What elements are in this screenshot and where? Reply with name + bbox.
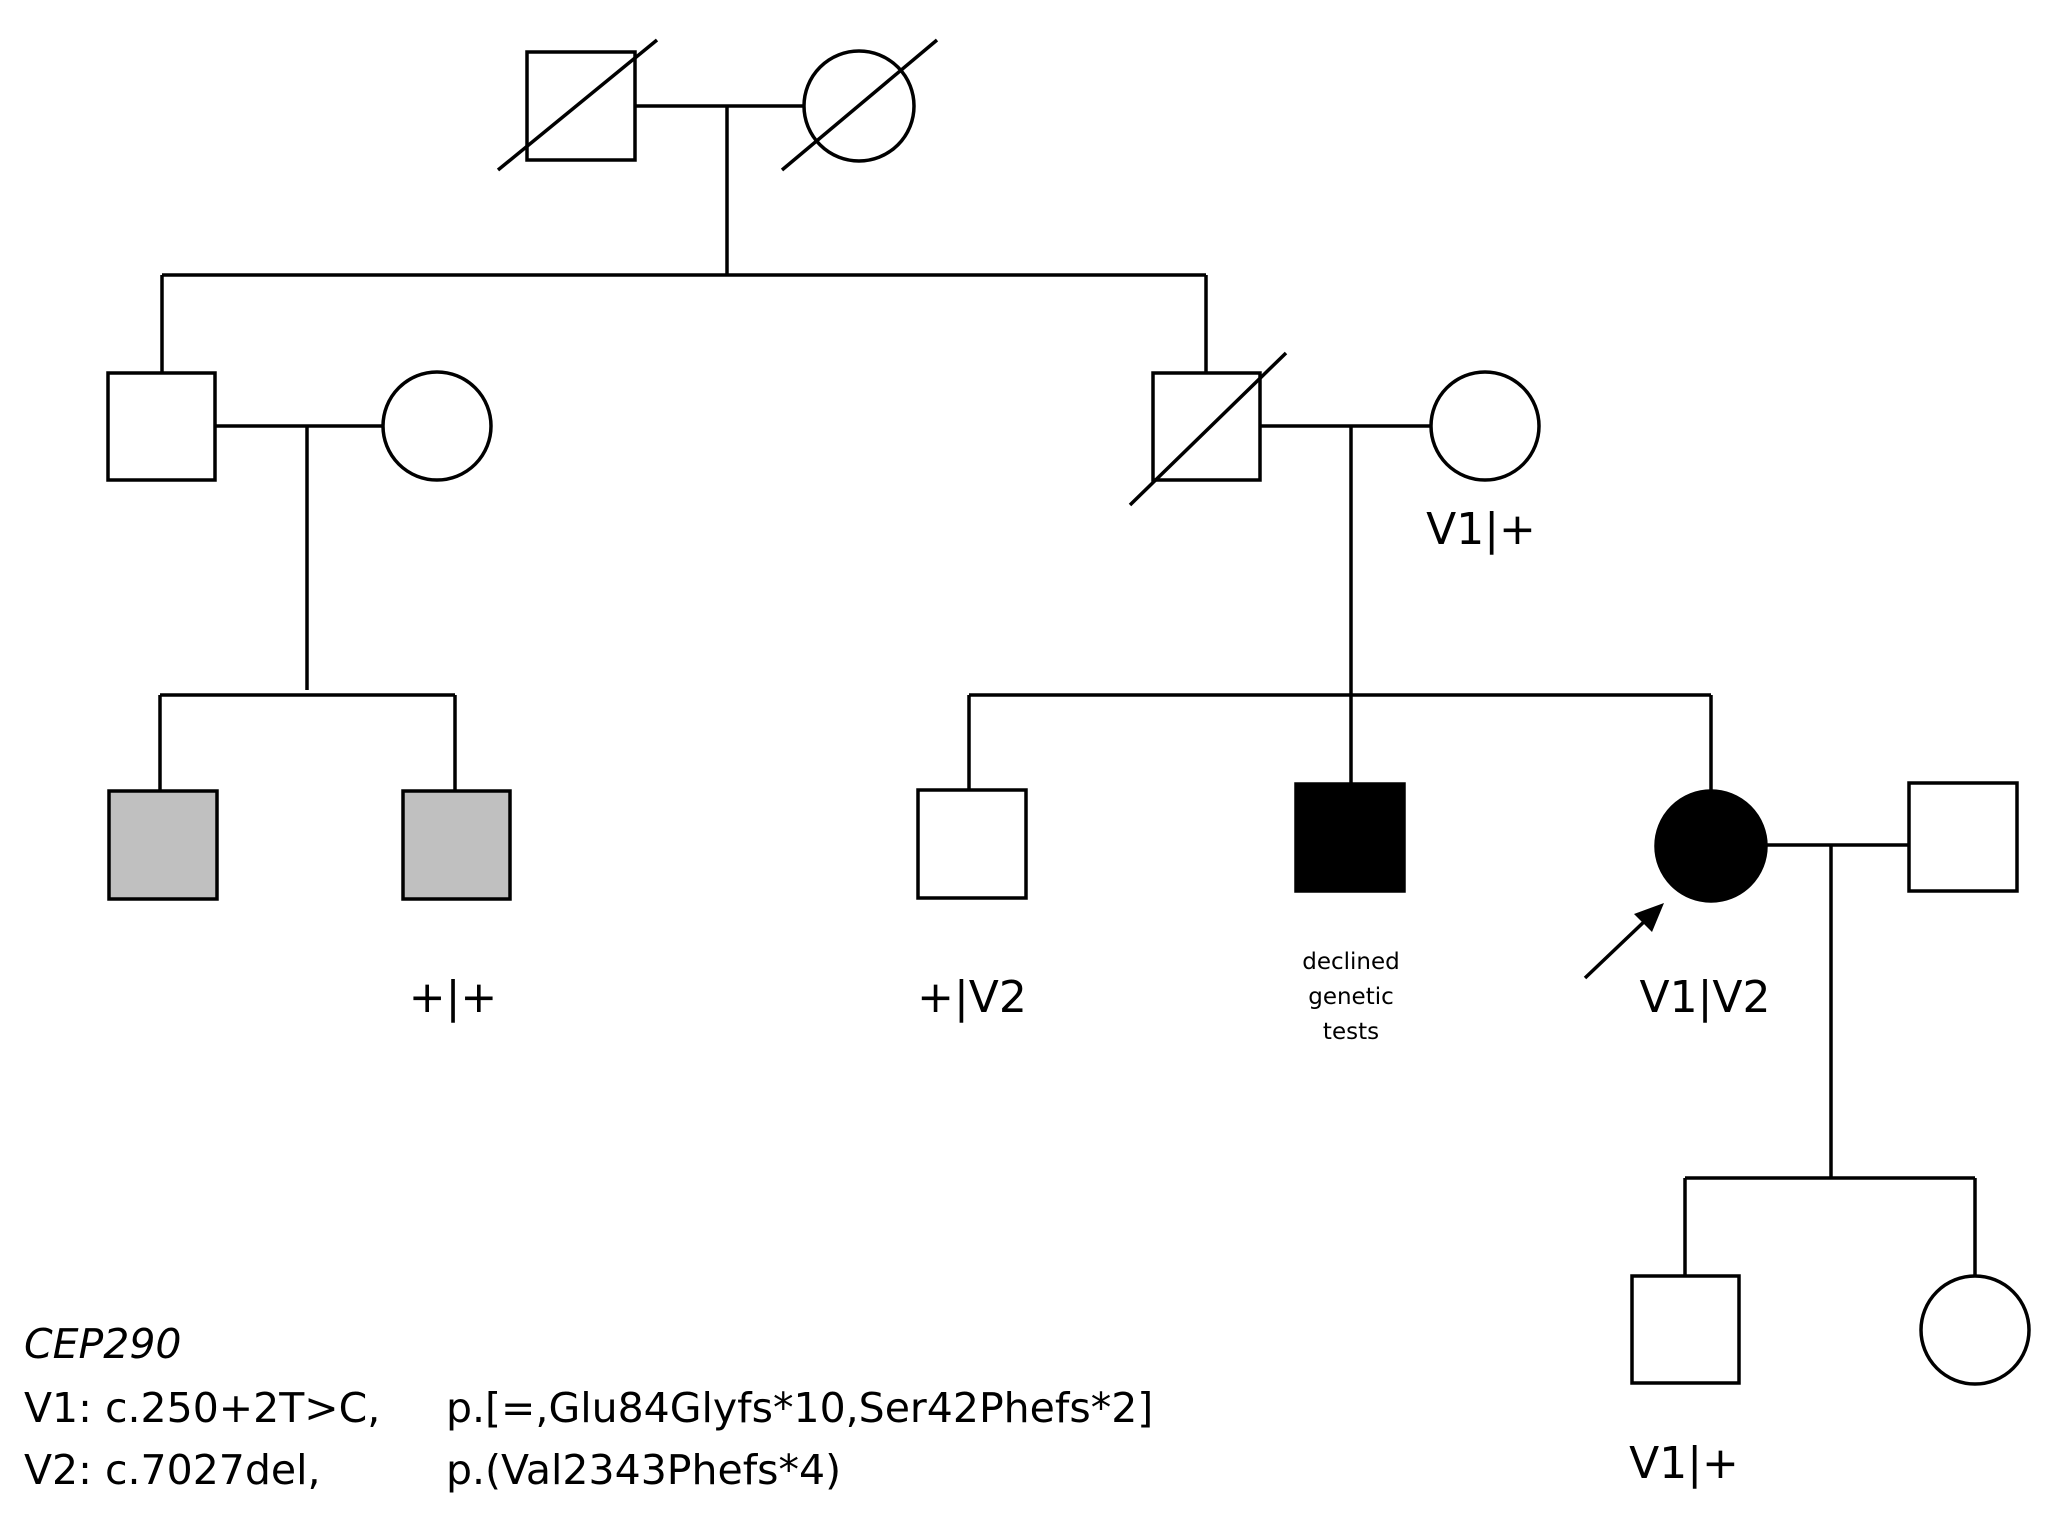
gen4-son-genotype: V1|+ [1629,1438,1739,1489]
proband-arrow-icon [1583,903,1664,980]
gen1-female-deceased-slash [780,38,939,172]
legend-v2-label: V2: c.7027del, [24,1446,321,1494]
gen4-son-square [1630,1274,1741,1385]
gen2-left-spouse-circle [381,370,493,482]
variant-legend: CEP290 V1: c.250+2T>C, p.[=,Glu84Glyfs*1… [24,1320,1153,1494]
legend-gene-name: CEP290 [24,1320,182,1368]
proband-arrow-head [1634,903,1664,932]
gen3-brother-genotype: +|V2 [917,972,1027,1023]
legend-v1-protein: p.[=,Glu84Glyfs*10,Ser42Phefs*2] [446,1384,1153,1432]
gen2-right-male-deceased-slash [1128,351,1288,507]
proband-arrow-shaft [1583,916,1650,980]
gen2-left-male-square [106,371,217,482]
gen3-proband-circle [1654,789,1768,903]
gen3-proband-genotype: V1|V2 [1639,972,1770,1023]
gen2-right-male-square [1151,371,1262,482]
gen3-brother-square [916,788,1028,900]
gen3-affected-brother-note: declined genetic tests [1302,949,1400,1045]
note-line-1: declined [1302,949,1400,975]
gen1-female [780,38,939,172]
legend-v1-label: V1: c.250+2T>C, [24,1384,380,1432]
gen1-male-deceased-slash [496,38,659,172]
gen3-cousin-2-square [401,789,512,901]
gen2-right-spouse-genotype: V1|+ [1426,504,1536,555]
pedigree-lines [158,104,1977,1277]
note-line-2: genetic [1308,984,1394,1010]
gen3-cousin-2-genotype: +|+ [409,972,498,1023]
gen2-right-spouse-circle [1429,370,1541,482]
legend-v2-protein: p.(Val2343Phefs*4) [446,1446,841,1494]
gen4-daughter-circle [1919,1274,2031,1386]
gen1-male [496,38,659,172]
gen1-male-square [525,50,637,162]
gen3-affected-brother-square [1294,782,1406,893]
gen3-proband-spouse-square [1907,781,2019,893]
note-line-3: tests [1323,1019,1379,1045]
gen2-right-male [1128,351,1288,507]
gen3-cousin-1-square [107,789,219,901]
